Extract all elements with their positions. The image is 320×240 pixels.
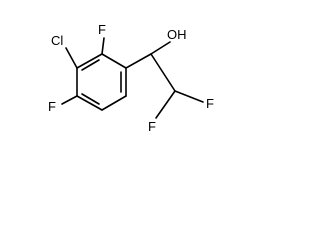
bond-to-f-para: [61, 95, 78, 105]
benzene-ring: [76, 53, 127, 111]
bond-to-cl: [65, 47, 78, 69]
ring-double-bond-2: [81, 93, 100, 105]
ring-bond-4: [76, 95, 103, 111]
bond-to-oh: [150, 41, 171, 55]
ring-bond-6: [76, 53, 103, 69]
ring-bond-1: [101, 53, 127, 69]
bond-to-carbinol: [125, 53, 152, 69]
ring-double-bond-3: [81, 59, 100, 71]
bond-to-f-b: [155, 90, 176, 119]
structure-diagram: Cl F F OH F F: [0, 0, 234, 156]
fluorine-b-label: F: [148, 119, 156, 134]
fluorine-a-label: F: [206, 96, 214, 111]
bond-to-f-a: [174, 90, 204, 103]
chlorine-label: Cl: [51, 33, 63, 48]
fluorine-ortho-label: F: [98, 22, 106, 37]
hydroxyl-label: OH: [167, 27, 187, 42]
fluorine-para-label: F: [48, 99, 56, 114]
ring-bond-3: [101, 95, 127, 111]
molecule-drawing: Cl F F OH F F: [48, 22, 214, 134]
bond-to-chf2: [150, 53, 176, 92]
bond-to-f-ortho: [101, 37, 105, 55]
